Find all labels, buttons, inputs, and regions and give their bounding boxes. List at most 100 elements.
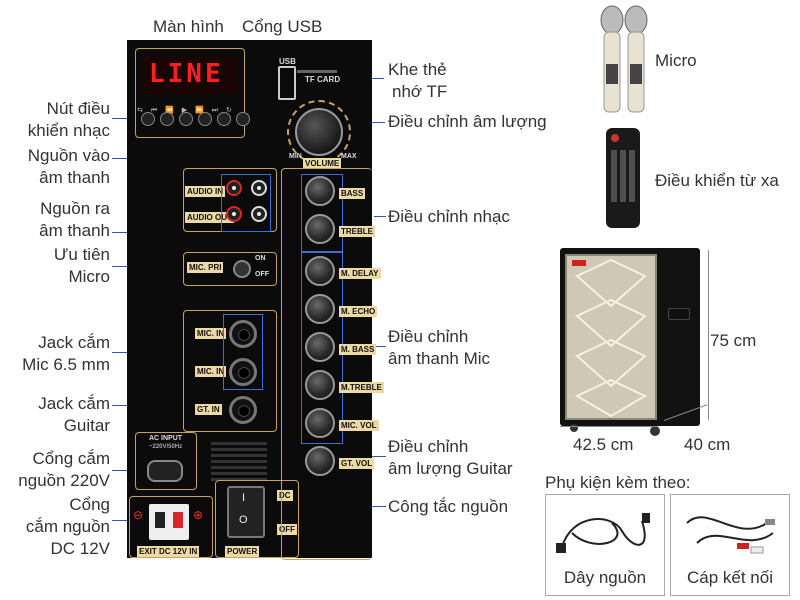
microphones-image <box>600 5 648 113</box>
knob-gt-vol[interactable] <box>305 446 335 476</box>
mic-in-2-tag: MIC. IN <box>195 366 227 377</box>
volume-tag: VOLUME <box>303 158 342 169</box>
grille-pattern <box>574 258 648 418</box>
knob-label: MIC. VOL <box>339 420 379 431</box>
rewind-button[interactable] <box>179 112 193 126</box>
prev-mode-button[interactable] <box>141 112 155 126</box>
power-frame <box>215 480 299 558</box>
label-depth: 40 cm <box>684 435 731 454</box>
label-usb-port: Cổng USB <box>242 17 323 36</box>
connector-line <box>374 216 386 217</box>
ac-rating-tag: ~220V/50Hz <box>149 444 183 450</box>
label-guitar-jack-1: Jack cắm <box>38 394 110 413</box>
prev-track-button[interactable] <box>160 112 174 126</box>
dc-terminal-red <box>173 512 183 528</box>
knob-treble[interactable] <box>305 214 335 244</box>
dc-minus-icon: ⊖ <box>133 508 144 522</box>
play-pause-button[interactable] <box>198 112 212 126</box>
audio-out-tag: AUDIO OUT <box>185 212 234 223</box>
power-tag: POWER <box>225 546 260 557</box>
label-guitar-adjust-2: âm lượng Guitar <box>388 459 513 478</box>
knob-mic-vol[interactable] <box>305 408 335 438</box>
audio-in-right-jack[interactable] <box>226 180 242 196</box>
tf-card-slot[interactable] <box>297 70 337 73</box>
dc-plus-icon: ⊕ <box>193 508 204 522</box>
knob-m-delay[interactable] <box>305 256 335 286</box>
audio-in-left-jack[interactable] <box>251 180 267 196</box>
mic-pri-tag: MIC. PRI <box>187 262 224 273</box>
knob-label: M. BASS <box>339 344 377 355</box>
ac-socket[interactable] <box>147 460 183 482</box>
mic-pri-switch[interactable] <box>233 260 251 278</box>
dc-terminal-black <box>155 512 165 528</box>
gt-in-tag: GT. IN <box>195 404 222 415</box>
power-off-mark: O <box>239 514 248 526</box>
mic-in-1-jack[interactable] <box>229 320 257 348</box>
label-remote: Điều khiển từ xa <box>655 171 779 190</box>
power-on-mark: I <box>242 492 246 504</box>
label-mic-adjust-2: âm thanh Mic <box>388 349 491 368</box>
remote-image <box>606 128 640 228</box>
speaker-grille <box>565 254 657 420</box>
highlight-box <box>301 174 343 252</box>
knob-m-treble[interactable] <box>305 370 335 400</box>
gt-in-jack[interactable] <box>229 396 257 424</box>
mic-in-2-jack[interactable] <box>229 358 257 386</box>
dimension-height-line <box>708 250 709 420</box>
dimension-width-line <box>560 426 656 427</box>
label-volume: Điều chỉnh âm lượng <box>388 112 547 131</box>
power-switch[interactable]: I O <box>227 486 265 538</box>
knob-bass[interactable] <box>305 176 335 206</box>
speaker-handle <box>668 308 690 320</box>
power-off-tag: OFF <box>277 524 297 535</box>
knob-column-frame <box>281 168 372 560</box>
knob-m-bass[interactable] <box>305 332 335 362</box>
mic-pri-on: ON <box>255 255 266 262</box>
led-display: LINE <box>141 56 237 94</box>
label-audio-in-1: Nguồn vào <box>27 146 110 165</box>
label-guitar-adjust-1: Điều chỉnh <box>388 437 469 456</box>
label-accessories: Phụ kiện kèm theo: <box>545 473 691 492</box>
label-width: 42.5 cm <box>573 435 634 454</box>
label-dc-port-3: DC 12V <box>50 539 110 558</box>
audio-out-right-jack[interactable] <box>226 206 242 222</box>
power-dc-tag: DC <box>277 490 293 501</box>
highlight-box <box>223 314 263 390</box>
ac-input-tag: AC INPUT <box>149 435 183 442</box>
audio-out-left-jack[interactable] <box>251 206 267 222</box>
forward-button[interactable] <box>217 112 231 126</box>
label-dc-port-2: cắm nguồn <box>25 517 110 536</box>
control-icons-row: ⇆ ⏮ ⏪ ▶ ⏩ ⏭ ↻ <box>137 107 235 114</box>
remote-power-button <box>611 134 619 142</box>
label-audio-out-2: âm thanh <box>39 221 110 240</box>
volume-max: MAX <box>341 153 357 160</box>
ac-frame <box>135 432 197 490</box>
label-height: 75 cm <box>710 331 757 350</box>
label-audio-in-2: âm thanh <box>39 168 110 187</box>
speaker-image <box>560 248 700 426</box>
dc-terminal[interactable] <box>149 504 189 540</box>
tf-card-tag: TF CARD <box>305 75 341 84</box>
connector-line <box>358 456 386 457</box>
volume-min: MIN <box>289 153 302 160</box>
knob-m-echo[interactable] <box>305 294 335 324</box>
label-cable: Cáp kết nối <box>687 568 773 587</box>
speaker-logo <box>572 260 586 266</box>
label-music-controls-2: khiển nhạc <box>27 121 110 140</box>
label-audio-out-1: Nguồn ra <box>40 199 110 218</box>
volume-knob[interactable] <box>295 108 343 156</box>
cable-box: Cáp kết nối <box>670 494 790 596</box>
vent-grille <box>211 442 267 482</box>
label-mic-jack-1: Jack cắm <box>38 333 110 352</box>
audio-in-tag: AUDIO IN <box>185 186 225 197</box>
label-ac-port-1: Cổng cắm <box>32 449 110 468</box>
usb-port[interactable] <box>278 66 296 100</box>
label-power-cord: Dây nguồn <box>563 568 647 587</box>
connector-line <box>374 346 386 347</box>
repeat-button[interactable] <box>236 112 250 126</box>
label-power-switch: Công tắc nguồn <box>388 497 509 516</box>
highlight-box <box>221 174 271 232</box>
wheel <box>570 424 578 432</box>
label-mic-jack-2: Mic 6.5 mm <box>22 355 110 374</box>
label-display: Màn hình <box>153 17 224 36</box>
